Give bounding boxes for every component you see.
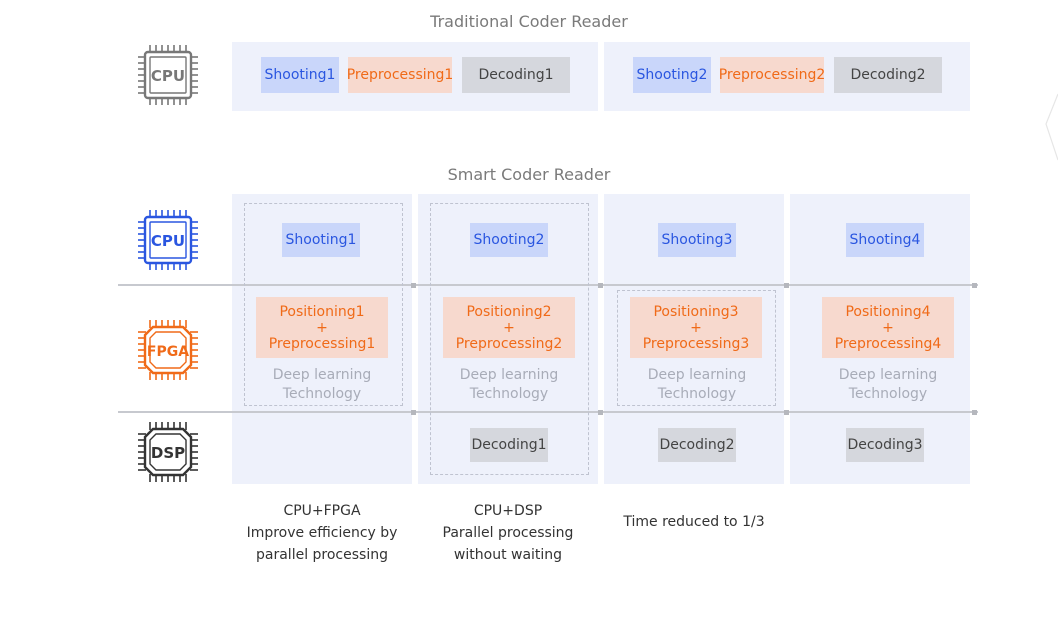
separator-marker [598, 410, 603, 415]
cpu-chip-icon: CPU [138, 45, 198, 105]
fpga-chip-label: FPGA [147, 344, 189, 360]
smart-positioning-block-2: Positioning2 + Preprocessing2 [443, 297, 575, 358]
caption-time-reduced: Time reduced to 1/3 [594, 511, 794, 533]
preprocessing-label: Preprocessing1 [268, 335, 376, 352]
deep-learning-line1: Deep learning [647, 367, 747, 383]
plus-sign: + [690, 319, 702, 336]
decorative-corner-icon [1045, 93, 1058, 161]
row-separator-2 [118, 411, 978, 413]
smart-decoding-2: Decoding2 [658, 428, 736, 462]
positioning-label: Positioning2 [466, 303, 552, 320]
row-separator-1 [118, 284, 978, 286]
parallel-group-3 [617, 290, 776, 406]
trad-shooting-1: Shooting1 [261, 57, 339, 93]
smart-positioning-block-1: Positioning1 + Preprocessing1 [256, 297, 388, 358]
cpu-chip-icon: CPU [138, 210, 198, 270]
parallel-group-1 [244, 203, 403, 406]
smart-title: Smart Coder Reader [447, 165, 611, 184]
caption-line: parallel processing [256, 547, 388, 563]
caption-line: Parallel processing [442, 525, 574, 541]
caption-line: without waiting [453, 547, 563, 563]
trad-decoding-1: Decoding1 [462, 57, 570, 93]
deep-learning-line2: Technology [657, 386, 737, 402]
separator-marker [784, 410, 789, 415]
deep-learning-note-4: Deep learning Technology [803, 366, 973, 404]
parallel-group-2 [430, 203, 589, 475]
deep-learning-line1: Deep learning [459, 367, 559, 383]
caption-line: Time reduced to 1/3 [623, 514, 765, 530]
caption-line: CPU+FPGA [283, 503, 361, 519]
plus-sign: + [503, 319, 515, 336]
caption-line: Improve efficiency by [246, 525, 398, 541]
smart-decoding-3: Decoding3 [846, 428, 924, 462]
deep-learning-note-1: Deep learning Technology [237, 366, 407, 404]
caption-cpu-fpga: CPU+FPGA Improve efficiency by parallel … [222, 500, 422, 566]
trad-preprocessing-2: Preprocessing2 [719, 57, 825, 93]
smart-decoding-1: Decoding1 [470, 428, 548, 462]
separator-marker [598, 283, 603, 288]
traditional-title: Traditional Coder Reader [430, 12, 628, 31]
preprocessing-label: Preprocessing4 [834, 335, 942, 352]
trad-decoding-2: Decoding2 [834, 57, 942, 93]
plus-sign: + [882, 319, 894, 336]
positioning-label: Positioning4 [845, 303, 931, 320]
separator-marker [972, 283, 977, 288]
positioning-label: Positioning1 [279, 303, 365, 320]
preprocessing-label: Preprocessing3 [642, 335, 750, 352]
fpga-chip-icon: FPGA [138, 320, 198, 380]
plus-sign: + [316, 319, 328, 336]
separator-marker [411, 410, 416, 415]
smart-shooting-4: Shooting4 [846, 223, 924, 257]
deep-learning-note-2: Deep learning Technology [424, 366, 594, 404]
positioning-label: Positioning3 [653, 303, 739, 320]
deep-learning-note-3: Deep learning Technology [612, 366, 782, 404]
smart-shooting-2: Shooting2 [470, 223, 548, 257]
cpu-chip-label: CPU [151, 232, 185, 250]
cpu-chip-label: CPU [151, 67, 185, 85]
smart-positioning-block-4: Positioning4 + Preprocessing4 [822, 297, 954, 358]
preprocessing-label: Preprocessing2 [455, 335, 563, 352]
trad-shooting-2: Shooting2 [633, 57, 711, 93]
separator-marker [411, 283, 416, 288]
smart-positioning-block-3: Positioning3 + Preprocessing3 [630, 297, 762, 358]
deep-learning-line2: Technology [282, 386, 362, 402]
separator-marker [784, 283, 789, 288]
deep-learning-line2: Technology [848, 386, 928, 402]
dsp-chip-label: DSP [151, 444, 185, 462]
deep-learning-line1: Deep learning [272, 367, 372, 383]
dsp-chip-icon: DSP [138, 422, 198, 482]
deep-learning-line1: Deep learning [838, 367, 938, 383]
caption-cpu-dsp: CPU+DSP Parallel processing without wait… [408, 500, 608, 566]
smart-shooting-1: Shooting1 [282, 223, 360, 257]
smart-shooting-3: Shooting3 [658, 223, 736, 257]
separator-marker [972, 410, 977, 415]
deep-learning-line2: Technology [469, 386, 549, 402]
trad-preprocessing-1: Preprocessing1 [347, 57, 453, 93]
caption-line: CPU+DSP [473, 503, 543, 519]
